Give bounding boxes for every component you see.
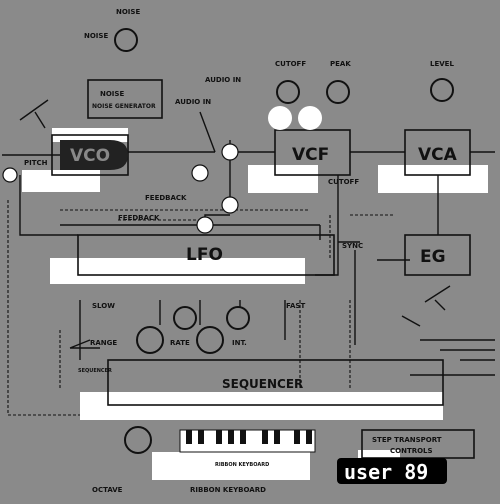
ribbon-keyboard-inner-label: RIBBON KEYBOARD bbox=[215, 462, 269, 468]
lfo-panel bbox=[50, 258, 305, 284]
range-label: RANGE bbox=[90, 339, 117, 347]
vcf-indicator bbox=[298, 106, 322, 130]
ribbon-keyboard-label: RIBBON KEYBOARD bbox=[190, 486, 266, 494]
cutoff-knob[interactable] bbox=[276, 80, 300, 104]
vco-switch[interactable] bbox=[19, 99, 49, 129]
cutoff-mod-label: CUTOFF bbox=[328, 178, 359, 186]
level-label: LEVEL bbox=[430, 60, 454, 68]
int-knob[interactable] bbox=[196, 326, 224, 354]
level-knob[interactable] bbox=[430, 78, 454, 102]
ribbon-keyboard[interactable] bbox=[179, 429, 316, 453]
feedback-label-2: FEEDBACK bbox=[118, 214, 160, 222]
feedback-mixer-upper bbox=[221, 196, 239, 214]
audio-in-wire bbox=[199, 111, 216, 153]
controls-label: CONTROLS bbox=[390, 447, 433, 455]
sequencer-note-label: SEQUENCER bbox=[78, 368, 112, 374]
main-audio-path bbox=[2, 151, 495, 156]
pitch-mod-wire bbox=[19, 175, 78, 236]
noise-generator-label-2: NOISE GENERATOR bbox=[92, 103, 156, 110]
noise-label-left: NOISE bbox=[84, 32, 108, 40]
fast-label: FAST bbox=[286, 302, 305, 310]
feedback-mixer-lower bbox=[196, 216, 214, 234]
vcf-box bbox=[274, 129, 351, 176]
sequencer-panel bbox=[80, 392, 443, 420]
range-switch[interactable] bbox=[69, 339, 100, 349]
vcf-panel bbox=[248, 165, 318, 193]
int-label: INT. bbox=[232, 339, 247, 347]
rate-label: RATE bbox=[170, 339, 190, 347]
eg-box bbox=[404, 234, 471, 276]
sync-wire bbox=[354, 250, 410, 345]
noise-generator-label: NOISE bbox=[100, 90, 124, 98]
eg-switch[interactable] bbox=[424, 285, 451, 311]
lfo-feedback-wire bbox=[60, 214, 321, 240]
watermark-badge: user 89 bbox=[337, 458, 447, 484]
watermark-text: user 89 bbox=[344, 460, 428, 484]
sync-label: SYNC bbox=[342, 242, 363, 250]
int-fine-knob[interactable] bbox=[226, 306, 250, 330]
peak-knob[interactable] bbox=[326, 80, 350, 104]
dashed-routing bbox=[7, 200, 395, 416]
audio-in-label-1: AUDIO IN bbox=[205, 76, 241, 84]
vca-panel bbox=[378, 165, 488, 193]
sequencer-label: SEQUENCER bbox=[222, 377, 303, 391]
vco-shape bbox=[60, 140, 128, 170]
vca-label: VCA bbox=[418, 145, 458, 165]
noise-label-top: NOISE bbox=[116, 8, 140, 16]
octave-label: OCTAVE bbox=[92, 486, 123, 494]
lfo-control-wires bbox=[79, 300, 286, 360]
vca-box bbox=[404, 129, 471, 176]
lfo-label: LFO bbox=[186, 245, 223, 265]
lfo-box bbox=[77, 234, 335, 276]
sequencer-box bbox=[107, 359, 444, 406]
vcf-indicator-left bbox=[268, 106, 292, 130]
octave-knob[interactable] bbox=[124, 426, 152, 454]
eg-label: EG bbox=[420, 247, 446, 267]
ribbon-keyboard-panel bbox=[152, 452, 310, 480]
noise-knob[interactable] bbox=[114, 28, 138, 52]
cutoff-mod-wire bbox=[315, 175, 360, 276]
pitch-label: PITCH bbox=[24, 159, 48, 167]
audio-in-label-2: AUDIO IN bbox=[175, 98, 211, 106]
vco-panel-bottom bbox=[22, 170, 100, 192]
cutoff-knob-label: CUTOFF bbox=[275, 60, 306, 68]
pitch-mixer bbox=[2, 167, 18, 183]
dashed-seq-wires bbox=[59, 300, 351, 390]
slow-label: SLOW bbox=[92, 302, 115, 310]
noise-generator-box bbox=[87, 79, 163, 119]
feedback-label-1: FEEDBACK bbox=[145, 194, 187, 202]
step-transport-label: STEP TRANSPORT bbox=[372, 436, 442, 444]
eg-switch-2[interactable] bbox=[401, 315, 421, 327]
noise-mixer bbox=[191, 164, 209, 182]
vco-label: VCO bbox=[70, 146, 110, 166]
vcf-label: VCF bbox=[292, 145, 329, 165]
rate-knob[interactable] bbox=[136, 326, 164, 354]
audio-mixer bbox=[221, 143, 239, 161]
rate-fine-knob[interactable] bbox=[173, 306, 197, 330]
peak-label: PEAK bbox=[330, 60, 351, 68]
sequencer-right-wires bbox=[410, 339, 495, 376]
